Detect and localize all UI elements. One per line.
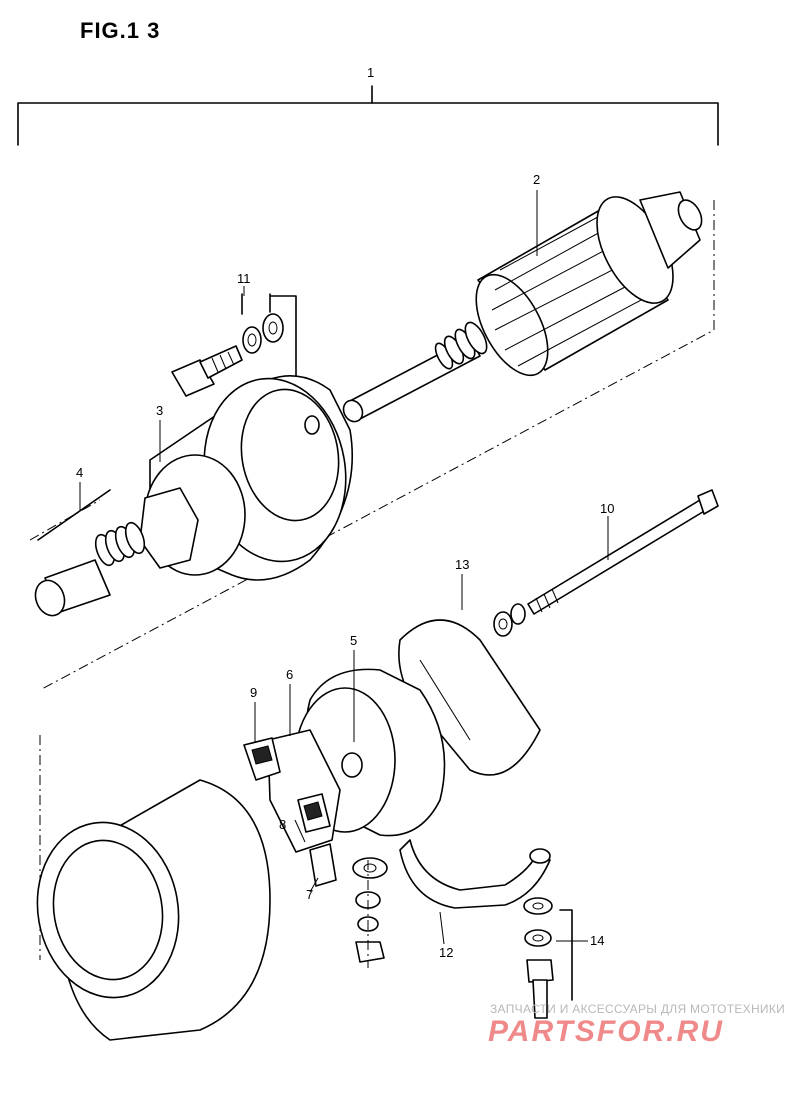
spring bbox=[94, 521, 146, 567]
ground-strap bbox=[399, 839, 551, 909]
callout-11: 11 bbox=[237, 271, 251, 286]
brush-plate bbox=[243, 729, 341, 887]
callout-13: 13 bbox=[455, 557, 470, 572]
bolt-and-washers bbox=[171, 293, 297, 421]
callout-4: 4 bbox=[76, 465, 84, 480]
callout-9: 9 bbox=[250, 685, 258, 700]
through-bolt bbox=[493, 489, 719, 637]
callout-1: 1 bbox=[367, 65, 375, 80]
figure-title: FIG.1 3 bbox=[80, 18, 161, 43]
callout-5: 5 bbox=[350, 633, 358, 648]
watermark-tagline: ЗАПЧАСТИ И АКСЕССУАРЫ ДЛЯ МОТОТЕХНИКИ bbox=[490, 1002, 786, 1016]
callout-2: 2 bbox=[533, 172, 541, 187]
armature-shaft-thread bbox=[434, 321, 488, 370]
callout-14: 14 bbox=[590, 933, 605, 948]
pinion-assembly bbox=[34, 487, 199, 617]
callout-10: 10 bbox=[600, 501, 615, 516]
callout-6: 6 bbox=[286, 667, 294, 682]
armature bbox=[342, 191, 703, 423]
callout-8: 8 bbox=[279, 817, 287, 832]
screw-and-washers bbox=[523, 897, 573, 1019]
yoke bbox=[36, 779, 271, 1041]
watermark-logo: PARTSFOR.RU bbox=[488, 1015, 724, 1048]
callout-12: 12 bbox=[439, 945, 454, 960]
front-housing bbox=[144, 374, 353, 581]
through-bolt-thread bbox=[535, 588, 559, 613]
leader-lines bbox=[79, 190, 609, 945]
assembly-bracket bbox=[17, 85, 719, 146]
callout-3: 3 bbox=[156, 403, 164, 418]
nut-stack bbox=[352, 857, 388, 968]
bolt-thread bbox=[211, 351, 235, 373]
callout-7: 7 bbox=[306, 887, 314, 902]
band bbox=[398, 619, 541, 776]
